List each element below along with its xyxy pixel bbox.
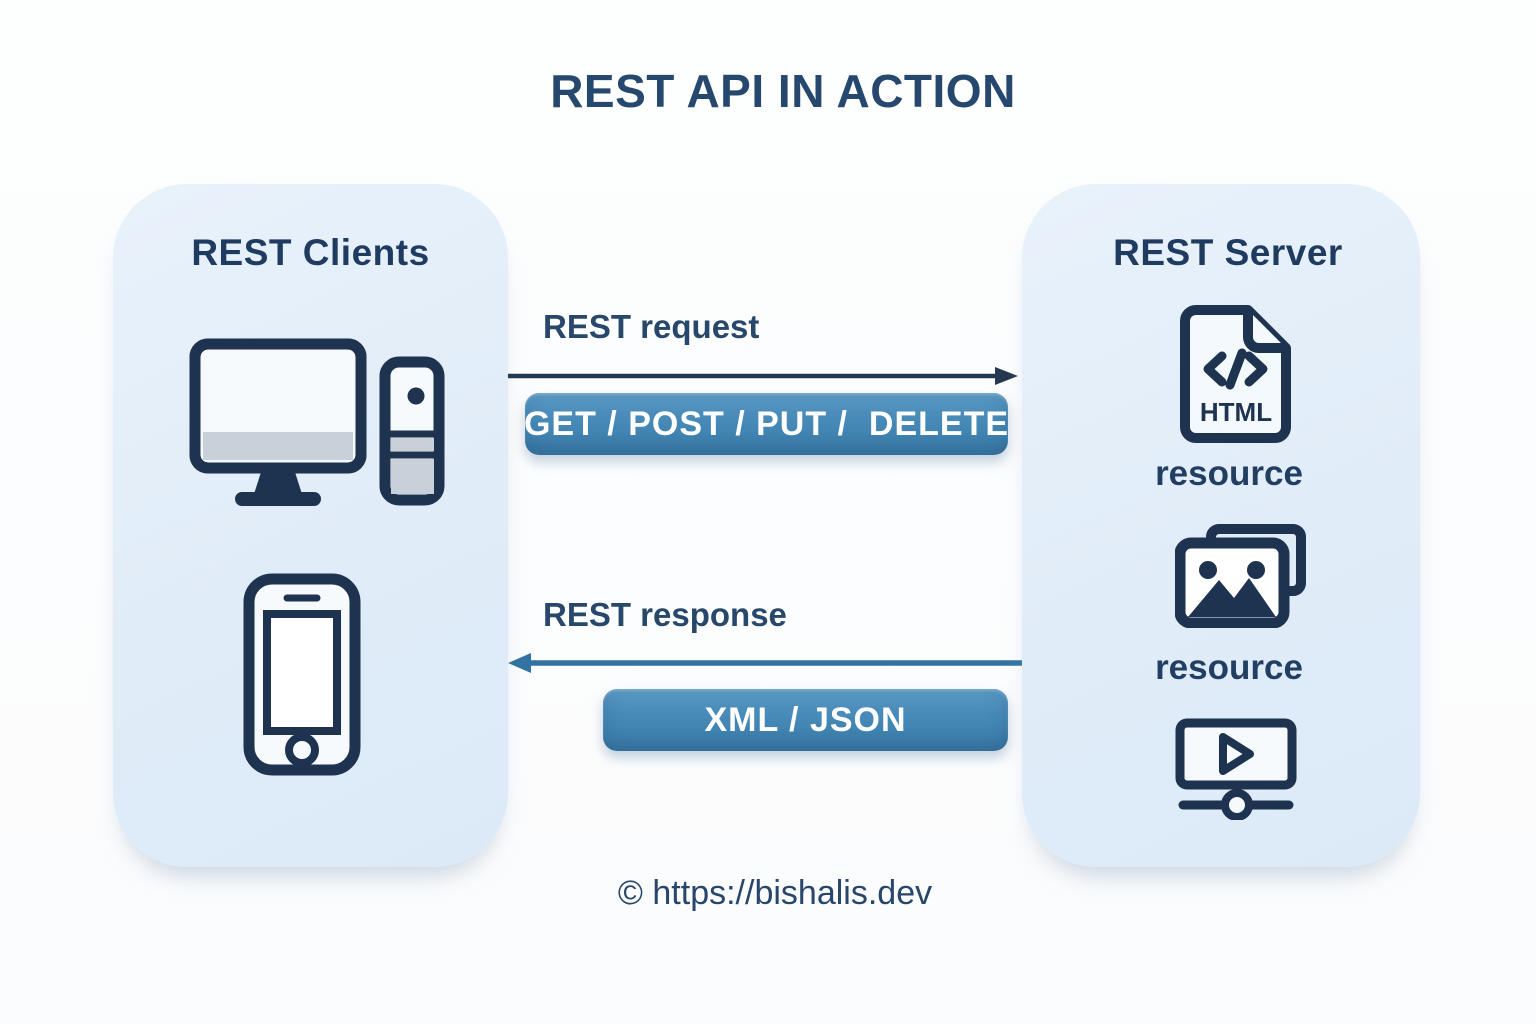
svg-text:HTML: HTML <box>1200 397 1272 427</box>
clients-heading: REST Clients <box>191 232 430 273</box>
smartphone-icon <box>243 573 361 776</box>
footer-credit: © https://bishalis.dev <box>617 874 933 912</box>
rest-server-card: REST Server HTML resource resource <box>1022 184 1420 867</box>
response-arrow-icon <box>508 653 1028 673</box>
request-label: REST request <box>543 308 760 345</box>
video-player-icon <box>1175 718 1297 820</box>
request-methods-badge: GET / POST / PUT / DELETE <box>524 393 1008 455</box>
response-format-badge: XML / JSON <box>603 689 1008 751</box>
desktop-computer-icon <box>189 338 445 506</box>
image-gallery-icon <box>1175 524 1306 628</box>
html-document-icon: HTML <box>1180 305 1291 443</box>
rest-clients-card: REST Clients <box>113 184 508 867</box>
server-heading: REST Server <box>1113 232 1343 273</box>
page-title: REST API IN ACTION <box>550 65 1016 117</box>
resource-label-image: resource <box>1155 648 1303 687</box>
request-arrow-icon <box>508 367 1018 385</box>
resource-label-html: resource <box>1155 454 1303 493</box>
response-label: REST response <box>543 596 787 633</box>
